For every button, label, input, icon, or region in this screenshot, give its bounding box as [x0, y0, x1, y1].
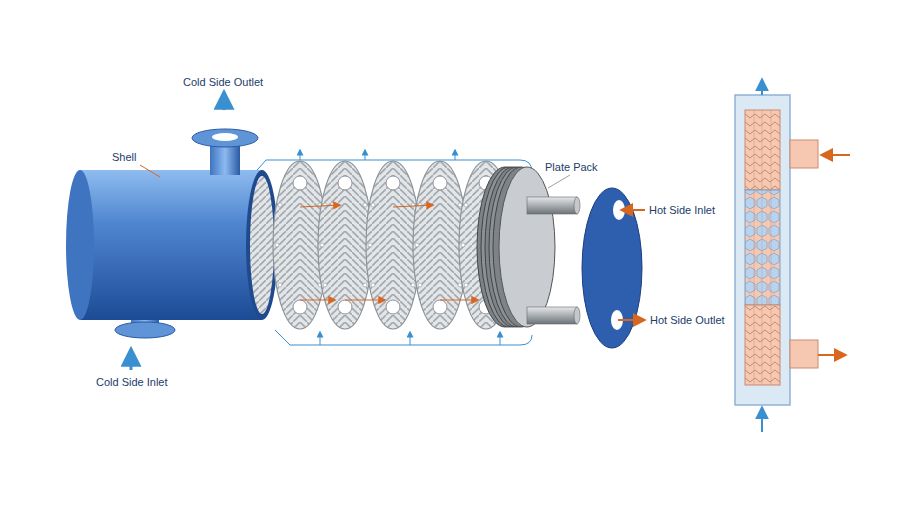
- part-label: Plate Pack: [545, 161, 598, 174]
- illustration-part: [754, 110, 771, 385]
- shell-body: [66, 129, 278, 338]
- part-label: Hot Side Outlet: [650, 314, 725, 327]
- flow-arrow: [365, 150, 366, 160]
- illustration-part: [790, 140, 818, 168]
- illustration-part: [735, 95, 790, 405]
- hot-outlet-arrow: [618, 319, 644, 321]
- illustration-part: [582, 188, 642, 348]
- part-label: Cold Side Inlet: [96, 376, 168, 389]
- section-schematic: [735, 95, 818, 405]
- cold-inlet-arrow: [130, 350, 133, 370]
- illustration-part: [745, 190, 780, 305]
- outlet-flange: [192, 129, 258, 147]
- cold-outlet-arrow: [761, 80, 763, 95]
- flow-arrow: [410, 332, 411, 345]
- illustration-part: [574, 197, 580, 214]
- plate: [366, 161, 420, 329]
- illustration-part: [745, 110, 780, 190]
- illustration-part: [745, 305, 780, 385]
- part-label: Shell: [112, 151, 136, 164]
- flow-arrow: [500, 332, 501, 345]
- illustration-part: [527, 197, 577, 214]
- flow-arrow: [455, 150, 456, 160]
- inlet-flange: [115, 322, 175, 338]
- illustration-part: [790, 340, 818, 368]
- flow-arrow: [300, 205, 340, 207]
- plate: [318, 161, 372, 329]
- hot-inlet-arrow: [822, 154, 850, 156]
- cold-outlet-arrow: [223, 93, 226, 110]
- shell-end: [66, 170, 94, 320]
- flow-arrow: [345, 299, 385, 300]
- illustration-part: [574, 307, 580, 324]
- illustration-part: [527, 307, 577, 324]
- leader-line: [548, 175, 570, 188]
- plate-pack: [477, 167, 580, 327]
- flow-arrow: [320, 332, 321, 345]
- outlet-bore: [212, 133, 238, 141]
- flow-arrow: [440, 299, 478, 300]
- hot-outlet-arrow: [818, 354, 845, 356]
- flow-line: [275, 330, 532, 345]
- end-flange: [582, 188, 642, 348]
- part-label: Cold Side Outlet: [183, 76, 263, 89]
- flow-arrow: [393, 205, 433, 207]
- flow-arrow: [300, 150, 301, 160]
- illustration-part: [499, 167, 555, 327]
- shell-cylinder: [80, 170, 262, 320]
- cold-inlet-arrow: [761, 408, 763, 432]
- shell-opening: [250, 176, 274, 314]
- flow-arrow: [300, 299, 335, 300]
- hot-inlet-arrow: [622, 209, 645, 211]
- part-label: Hot Side Inlet: [649, 204, 715, 217]
- leader-line: [140, 165, 160, 177]
